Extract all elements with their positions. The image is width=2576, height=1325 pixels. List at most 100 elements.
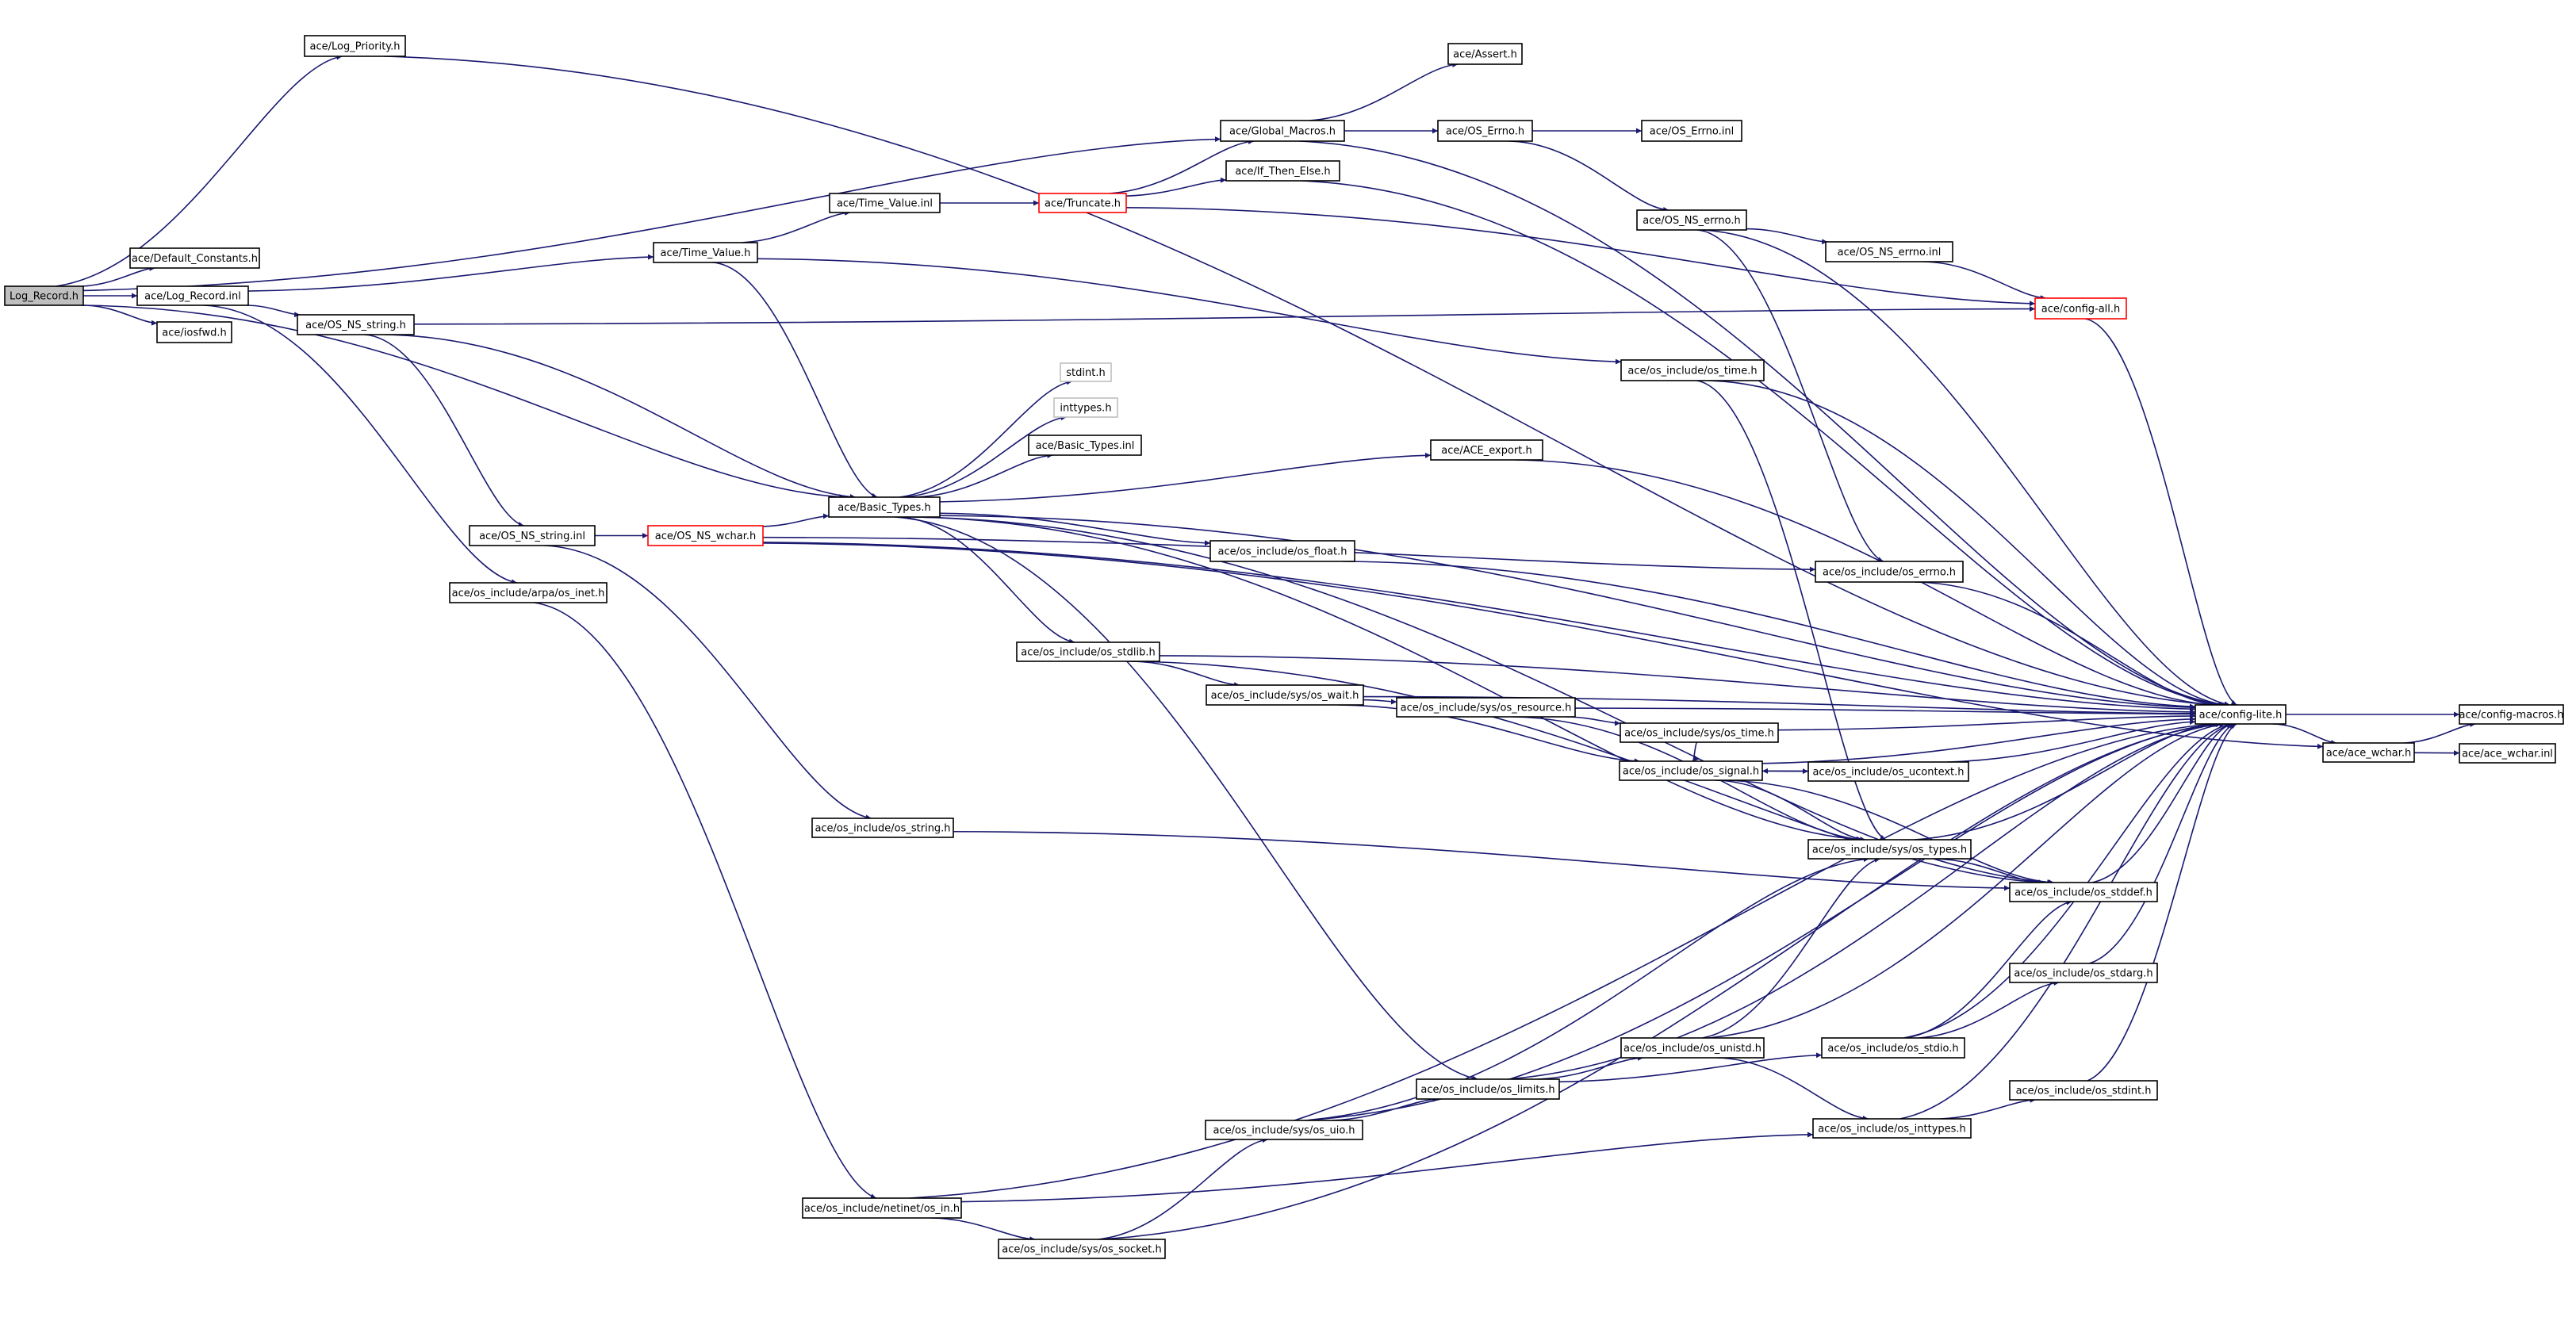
node-basic-types-h[interactable]: ace/Basic_Types.h xyxy=(828,496,941,518)
node-box xyxy=(1636,209,1747,231)
node-os-ns-errno-inl[interactable]: ace/OS_NS_errno.inl xyxy=(1825,241,1953,262)
node-os-ns-string-h[interactable]: ace/OS_NS_string.h xyxy=(297,314,415,335)
node-os-errno-inl[interactable]: ace/OS_Errno.inl xyxy=(1641,120,1742,142)
node-default-constants[interactable]: ace/Default_Constants.h xyxy=(129,247,260,269)
node-label: inttypes.h xyxy=(1060,403,1111,415)
node-label: ace/os_include/os_inttypes.h xyxy=(1818,1124,1966,1135)
edge-sys_wait-to-sys_resource xyxy=(1363,699,1397,705)
edge-os_stdlib-to-sys_wait xyxy=(1131,661,1240,688)
node-box xyxy=(811,818,954,838)
edge-basic_types_h-to-config_lite xyxy=(939,515,2196,710)
node-os-stdint[interactable]: ace/os_include/os_stdint.h xyxy=(2009,1080,2158,1101)
node-log-record-h[interactable]: Log_Record.h xyxy=(4,285,84,306)
node-global-macros[interactable]: ace/Global_Macros.h xyxy=(1220,120,1345,142)
edge-arpa_inet-to-netinet_in xyxy=(534,602,877,1199)
node-os-unistd[interactable]: ace/os_include/os_unistd.h xyxy=(1620,1037,1765,1059)
node-box xyxy=(469,525,596,546)
node-sys-resource[interactable]: ace/os_include/sys/os_resource.h xyxy=(1396,697,1576,718)
node-os-signal[interactable]: ace/os_include/os_signal.h xyxy=(1619,760,1763,781)
node-config-macros[interactable]: ace/config-macros.h xyxy=(2459,704,2564,725)
edge-log_record_h-to-log_priority xyxy=(56,54,343,287)
node-label: ace/Global_Macros.h xyxy=(1229,126,1336,138)
node-os-inttypes[interactable]: ace/os_include/os_inttypes.h xyxy=(1812,1118,1972,1139)
node-box xyxy=(1016,641,1160,662)
node-config-all[interactable]: ace/config-all.h xyxy=(2034,297,2127,320)
node-label: ace/os_include/os_stdlib.h xyxy=(1021,647,1155,659)
node-box xyxy=(1641,120,1742,142)
node-os-ucontext[interactable]: ace/os_include/os_ucontext.h xyxy=(1807,761,1969,782)
node-ace-export[interactable]: ace/ACE_export.h xyxy=(1430,439,1543,461)
node-os-stdlib[interactable]: ace/os_include/os_stdlib.h xyxy=(1016,641,1160,662)
node-label: ace/Assert.h xyxy=(1453,49,1517,61)
node-time-value-h[interactable]: ace/Time_Value.h xyxy=(653,242,758,263)
node-os-errno[interactable]: ace/OS_Errno.h xyxy=(1437,120,1533,142)
node-label: ace/OS_NS_errno.h xyxy=(1643,215,1741,227)
node-box xyxy=(2034,297,2127,320)
node-os-float[interactable]: ace/os_include/os_float.h xyxy=(1209,540,1355,562)
edge-os_ns_wchar-to-basic_types_h xyxy=(762,513,830,527)
node-box xyxy=(2009,882,2158,902)
node-sys-time[interactable]: ace/os_include/sys/os_time.h xyxy=(1620,722,1779,743)
node-truncate[interactable]: ace/Truncate.h xyxy=(1038,193,1127,213)
node-inttypes: inttypes.h xyxy=(1053,397,1118,418)
node-config-lite[interactable]: ace/config-lite.h xyxy=(2195,704,2287,725)
node-label: ace/OS_Errno.inl xyxy=(1650,126,1734,138)
node-arpa-inet[interactable]: ace/os_include/arpa/os_inet.h xyxy=(449,582,608,603)
node-basic-types-inl[interactable]: ace/Basic_Types.inl xyxy=(1028,435,1142,456)
node-netinet-in[interactable]: ace/os_include/netinet/os_in.h xyxy=(802,1197,962,1219)
edge-netinet_in-to-os_inttypes xyxy=(960,1132,1814,1203)
node-label: ace/os_include/os_stdint.h xyxy=(2016,1086,2152,1097)
node-os-limits[interactable]: ace/os_include/os_limits.h xyxy=(1416,1078,1560,1100)
node-box xyxy=(1437,120,1533,142)
edge-log_priority-to-config_lite xyxy=(384,56,2214,707)
edge-sys_time-to-config_lite xyxy=(1777,713,2196,731)
node-label: ace/ace_wchar.inl xyxy=(2462,749,2553,760)
node-label: ace/os_include/os_stddef.h xyxy=(2014,887,2152,899)
node-os-ns-wchar[interactable]: ace/OS_NS_wchar.h xyxy=(647,525,764,546)
edge-sys_types-to-os_stddef xyxy=(1932,858,2041,886)
node-label: ace/os_include/netinet/os_in.h xyxy=(804,1203,960,1215)
node-os-stdarg[interactable]: ace/os_include/os_stdarg.h xyxy=(2009,963,2158,983)
node-iosfwd[interactable]: ace/iosfwd.h xyxy=(156,321,232,343)
edge-os_errno_inc-to-config_lite xyxy=(1914,581,2218,707)
node-if-then-else[interactable]: ace/If_Then_Else.h xyxy=(1225,160,1340,182)
node-label: ace/Basic_Types.inl xyxy=(1036,440,1135,452)
node-os-stdio[interactable]: ace/os_include/os_stdio.h xyxy=(1821,1037,1965,1059)
node-sys-wait[interactable]: ace/os_include/sys/os_wait.h xyxy=(1206,684,1364,706)
node-label: ace/os_include/os_time.h xyxy=(1627,366,1757,377)
node-box xyxy=(1060,362,1112,382)
node-os-ns-string-inl[interactable]: ace/OS_NS_string.inl xyxy=(469,525,596,546)
node-assert[interactable]: ace/Assert.h xyxy=(1447,43,1523,65)
node-log-priority[interactable]: ace/Log_Priority.h xyxy=(304,35,406,57)
node-log-record-inl[interactable]: ace/Log_Record.inl xyxy=(136,285,249,306)
node-label: ace/os_include/os_unistd.h xyxy=(1623,1043,1761,1055)
node-label: ace/config-all.h xyxy=(2041,304,2121,316)
node-time-value-inl[interactable]: ace/Time_Value.inl xyxy=(829,193,941,213)
node-layer: Log_Record.h ace/Log_Priority.h ace/Defaul… xyxy=(4,35,2564,1259)
node-sys-socket[interactable]: ace/os_include/sys/os_socket.h xyxy=(998,1239,1166,1259)
node-sys-types[interactable]: ace/os_include/sys/os_types.h xyxy=(1807,839,1972,860)
node-box xyxy=(2009,963,2158,983)
edge-os_limits-to-os_unistd xyxy=(1536,1055,1644,1080)
node-box xyxy=(129,247,260,269)
node-os-time[interactable]: ace/os_include/os_time.h xyxy=(1620,359,1765,381)
node-os-string[interactable]: ace/os_include/os_string.h xyxy=(811,818,954,838)
node-os-stddef[interactable]: ace/os_include/os_stddef.h xyxy=(2009,882,2158,902)
node-label: ace/os_include/os_stdio.h xyxy=(1827,1043,1958,1055)
node-ace-wchar-h[interactable]: ace/ace_wchar.h xyxy=(2322,742,2415,763)
edge-os_inttypes-to-config_lite xyxy=(1899,722,2233,1120)
node-os-errno-inc[interactable]: ace/os_include/os_errno.h xyxy=(1815,561,1964,583)
node-label: ace/os_include/os_ucontext.h xyxy=(1812,767,1964,779)
node-label: ace/config-macros.h xyxy=(2459,710,2564,722)
node-box xyxy=(4,285,84,306)
edge-time_value_h-to-basic_types_h xyxy=(712,262,878,499)
node-label: ace/Time_Value.inl xyxy=(837,198,933,210)
node-label: ace/ACE_export.h xyxy=(1441,445,1531,457)
node-box xyxy=(1815,561,1964,583)
edge-basic_types_h-to-basic_types_inl xyxy=(916,452,1053,498)
node-box xyxy=(1807,839,1972,860)
node-os-ns-errno-h[interactable]: ace/OS_NS_errno.h xyxy=(1636,209,1747,231)
node-sys-uio[interactable]: ace/os_include/sys/os_uio.h xyxy=(1205,1120,1363,1140)
node-box xyxy=(1821,1037,1965,1059)
node-ace-wchar-inl[interactable]: ace/ace_wchar.inl xyxy=(2459,743,2556,764)
